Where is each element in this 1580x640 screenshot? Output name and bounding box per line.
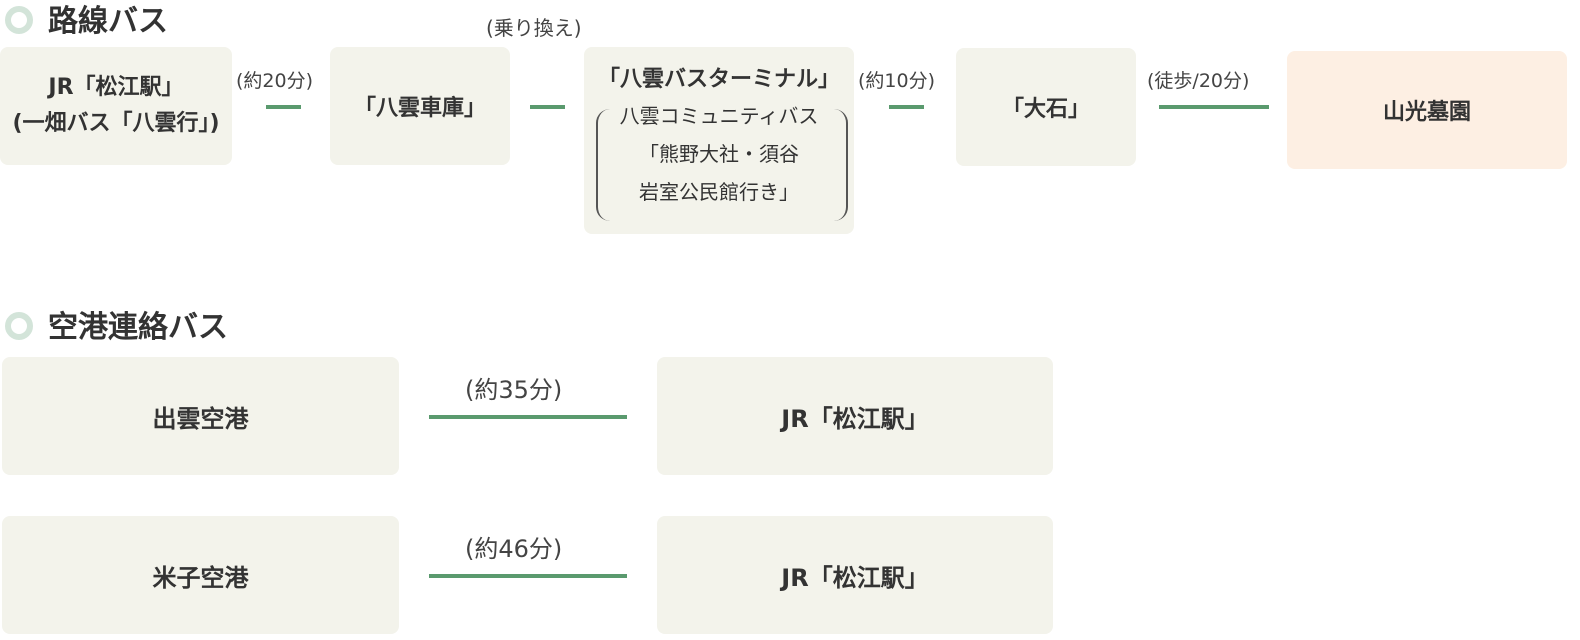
airport-yonago-box: 米子空港 <box>2 516 399 634</box>
section-marker-icon <box>5 312 33 340</box>
start-station-box: JR「松江駅」 (一畑バス「八雲行」) <box>0 47 232 165</box>
start-bus-line-label: (一畑バス「八雲行」) <box>12 111 220 136</box>
airport-yonago-label: 米子空港 <box>152 563 249 592</box>
community-bus-name: 八雲コミュニティバス <box>619 104 819 128</box>
matsue-station-label-1: JR「松江駅」 <box>781 404 929 433</box>
left-bracket <box>596 109 612 221</box>
transfer-connector-line <box>530 105 565 109</box>
section-heading-airport-bus: 空港連絡バス <box>48 310 228 345</box>
section-marker-icon <box>5 6 33 34</box>
destination-label: 山光墓園 <box>1382 100 1471 125</box>
izumo-connector-line <box>429 415 627 419</box>
leg2-time-label: (約10分) <box>858 70 936 92</box>
start-station-label: JR「松江駅」 <box>48 75 184 100</box>
leg1-connector-line <box>266 105 301 109</box>
yonago-time-label: (約46分) <box>465 535 563 563</box>
community-bus-destination-1: 「熊野大社・須谷 <box>639 142 799 166</box>
stop-yakumo-garage-label: 「八雲車庫」 <box>353 96 486 121</box>
stop-yakumo-garage-box: 「八雲車庫」 <box>330 47 510 165</box>
leg2-connector-line <box>889 105 924 109</box>
stop-oishi-box: 「大石」 <box>956 48 1136 166</box>
airport-izumo-box: 出雲空港 <box>2 357 399 475</box>
destination-box: 山光墓園 <box>1287 51 1567 169</box>
yonago-connector-line <box>429 574 627 578</box>
matsue-station-box-1: JR「松江駅」 <box>657 357 1053 475</box>
right-bracket <box>832 109 848 221</box>
matsue-station-box-2: JR「松江駅」 <box>657 516 1053 634</box>
leg1-time-label: (約20分) <box>236 70 314 92</box>
bus-terminal-title: 「八雲バスターミナル」 <box>597 67 840 92</box>
section-heading-route-bus: 路線バス <box>48 4 168 39</box>
stop-oishi-label: 「大石」 <box>1001 97 1090 122</box>
izumo-time-label: (約35分) <box>465 376 563 404</box>
leg3-connector-line <box>1159 105 1269 109</box>
community-bus-destination-2: 岩室公民館行き」 <box>639 180 799 204</box>
bus-terminal-box: 「八雲バスターミナル」 八雲コミュニティバス 「熊野大社・須谷 岩室公民館行き」 <box>584 47 854 234</box>
airport-izumo-label: 出雲空港 <box>152 404 249 433</box>
leg3-walk-label: (徒歩/20分) <box>1147 70 1250 92</box>
matsue-station-label-2: JR「松江駅」 <box>781 563 929 592</box>
transfer-label: (乗り換え) <box>486 16 582 40</box>
